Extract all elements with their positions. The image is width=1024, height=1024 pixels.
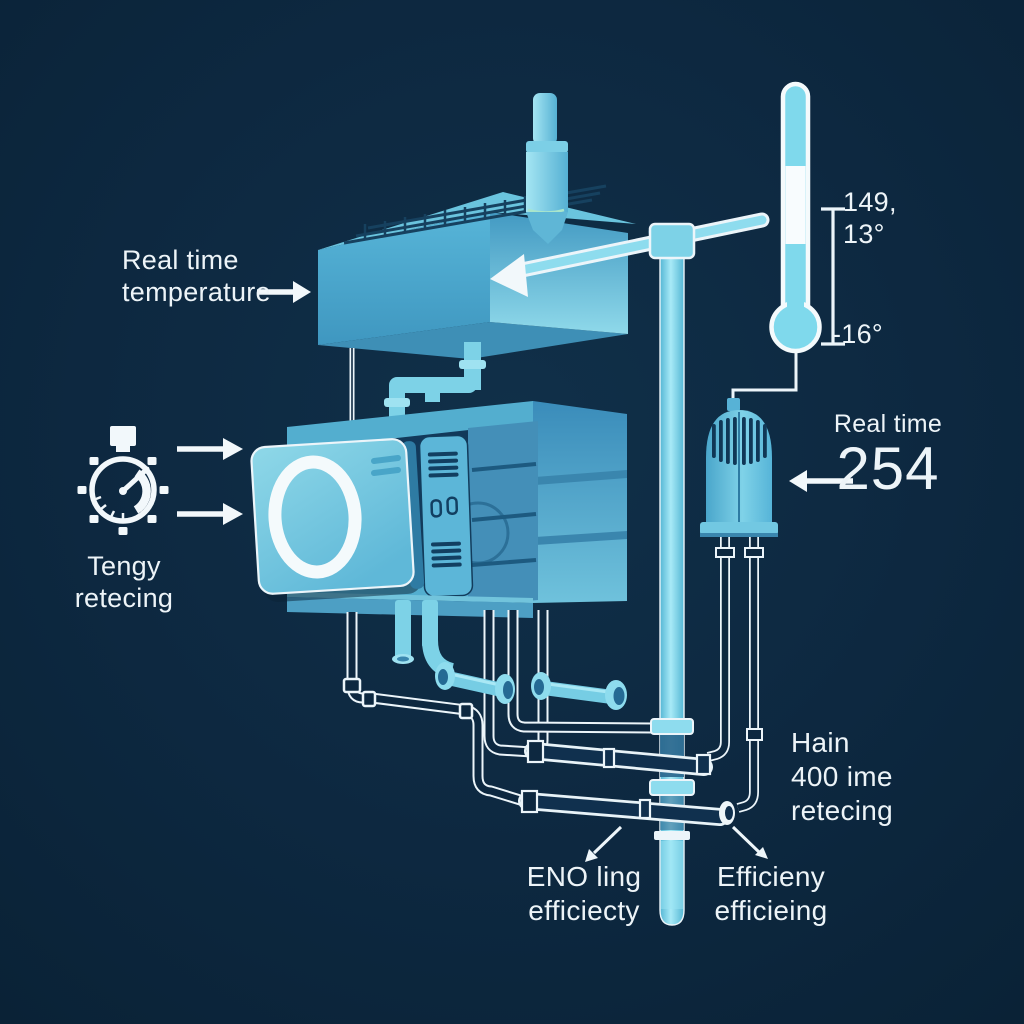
condenser-unit bbox=[318, 93, 695, 359]
efficiency-right-line1: Efficieny bbox=[716, 861, 825, 892]
pointer-arrow-icon-left bbox=[585, 825, 623, 862]
panel-vent-bars-icon bbox=[371, 455, 401, 476]
vent-panel-rear bbox=[446, 421, 538, 606]
pipe-couplings bbox=[342, 677, 474, 720]
temperature-label: Real time temperature bbox=[122, 244, 271, 308]
thermometer-low-value: -16° bbox=[832, 318, 883, 350]
thermometer-icon bbox=[769, 81, 822, 354]
dark-header-pipe-1 bbox=[524, 739, 713, 776]
temperature-label-line1: Real time bbox=[122, 245, 239, 275]
dumbbell-pipe-1 bbox=[435, 662, 515, 704]
pipe-network-white bbox=[342, 610, 653, 809]
pump-legs bbox=[706, 536, 764, 813]
vent-panel-front bbox=[418, 434, 474, 598]
realtime-reading: Real time 254 bbox=[826, 410, 950, 500]
reading-value: 254 bbox=[836, 435, 940, 502]
sensor-line bbox=[731, 352, 798, 402]
compressor-cabinet bbox=[250, 390, 627, 618]
pump-vent-slots bbox=[712, 417, 767, 465]
timer-label-line1: Tengy bbox=[87, 551, 161, 581]
dark-header-pipe-2 bbox=[518, 789, 735, 826]
thermo-low: -16° bbox=[832, 319, 884, 349]
timer-label-line2: retecing bbox=[74, 583, 174, 613]
arrow-right-icon-temperature bbox=[257, 281, 311, 303]
riser-pipe bbox=[649, 229, 695, 926]
stopwatch-icon bbox=[77, 426, 169, 535]
flow-label-line3: retecing bbox=[791, 795, 894, 826]
efficiency-left-line1: ENO ling bbox=[526, 861, 642, 892]
tee-junction bbox=[648, 222, 696, 260]
efficiency-right-line2: efficieing bbox=[714, 895, 828, 926]
flow-label-line1: Hain bbox=[791, 727, 850, 758]
pump-motor bbox=[700, 352, 798, 537]
efficiency-left-line2: efficiecty bbox=[528, 895, 640, 926]
thermometer-high-value: 149, 13° bbox=[843, 186, 897, 250]
chimney-nozzle bbox=[526, 93, 568, 244]
reading-title: Real time bbox=[833, 410, 943, 438]
arrow-left-icon bbox=[490, 254, 528, 297]
thermo-high-line1: 149, bbox=[843, 187, 897, 217]
s-pipe-connector bbox=[384, 342, 486, 431]
ring-indicator-icon bbox=[268, 455, 362, 579]
efficiency-label-right: Efficieny efficieing bbox=[703, 860, 839, 928]
flow-tube-arrow bbox=[490, 212, 770, 297]
thermo-high-line2: 13° bbox=[843, 219, 885, 249]
timer-label: Tengy retecing bbox=[60, 550, 188, 614]
flow-label-line2: 400 ime bbox=[791, 761, 893, 792]
efficiency-label-left: ENO ling efficiecty bbox=[518, 860, 650, 928]
temperature-label-line2: temperature bbox=[122, 277, 271, 307]
dumbbell-pipe-2 bbox=[531, 672, 627, 710]
arrow-left-icon-reading bbox=[789, 470, 853, 492]
arrow-right-icon-upper bbox=[177, 438, 243, 460]
arrow-right-icon-lower bbox=[177, 503, 243, 525]
pointer-arrow-icon-right bbox=[731, 825, 768, 859]
control-panel bbox=[250, 438, 425, 602]
flow-label: Hain 400 ime retecing bbox=[791, 726, 893, 828]
thermometer-scale-bracket bbox=[821, 207, 845, 346]
